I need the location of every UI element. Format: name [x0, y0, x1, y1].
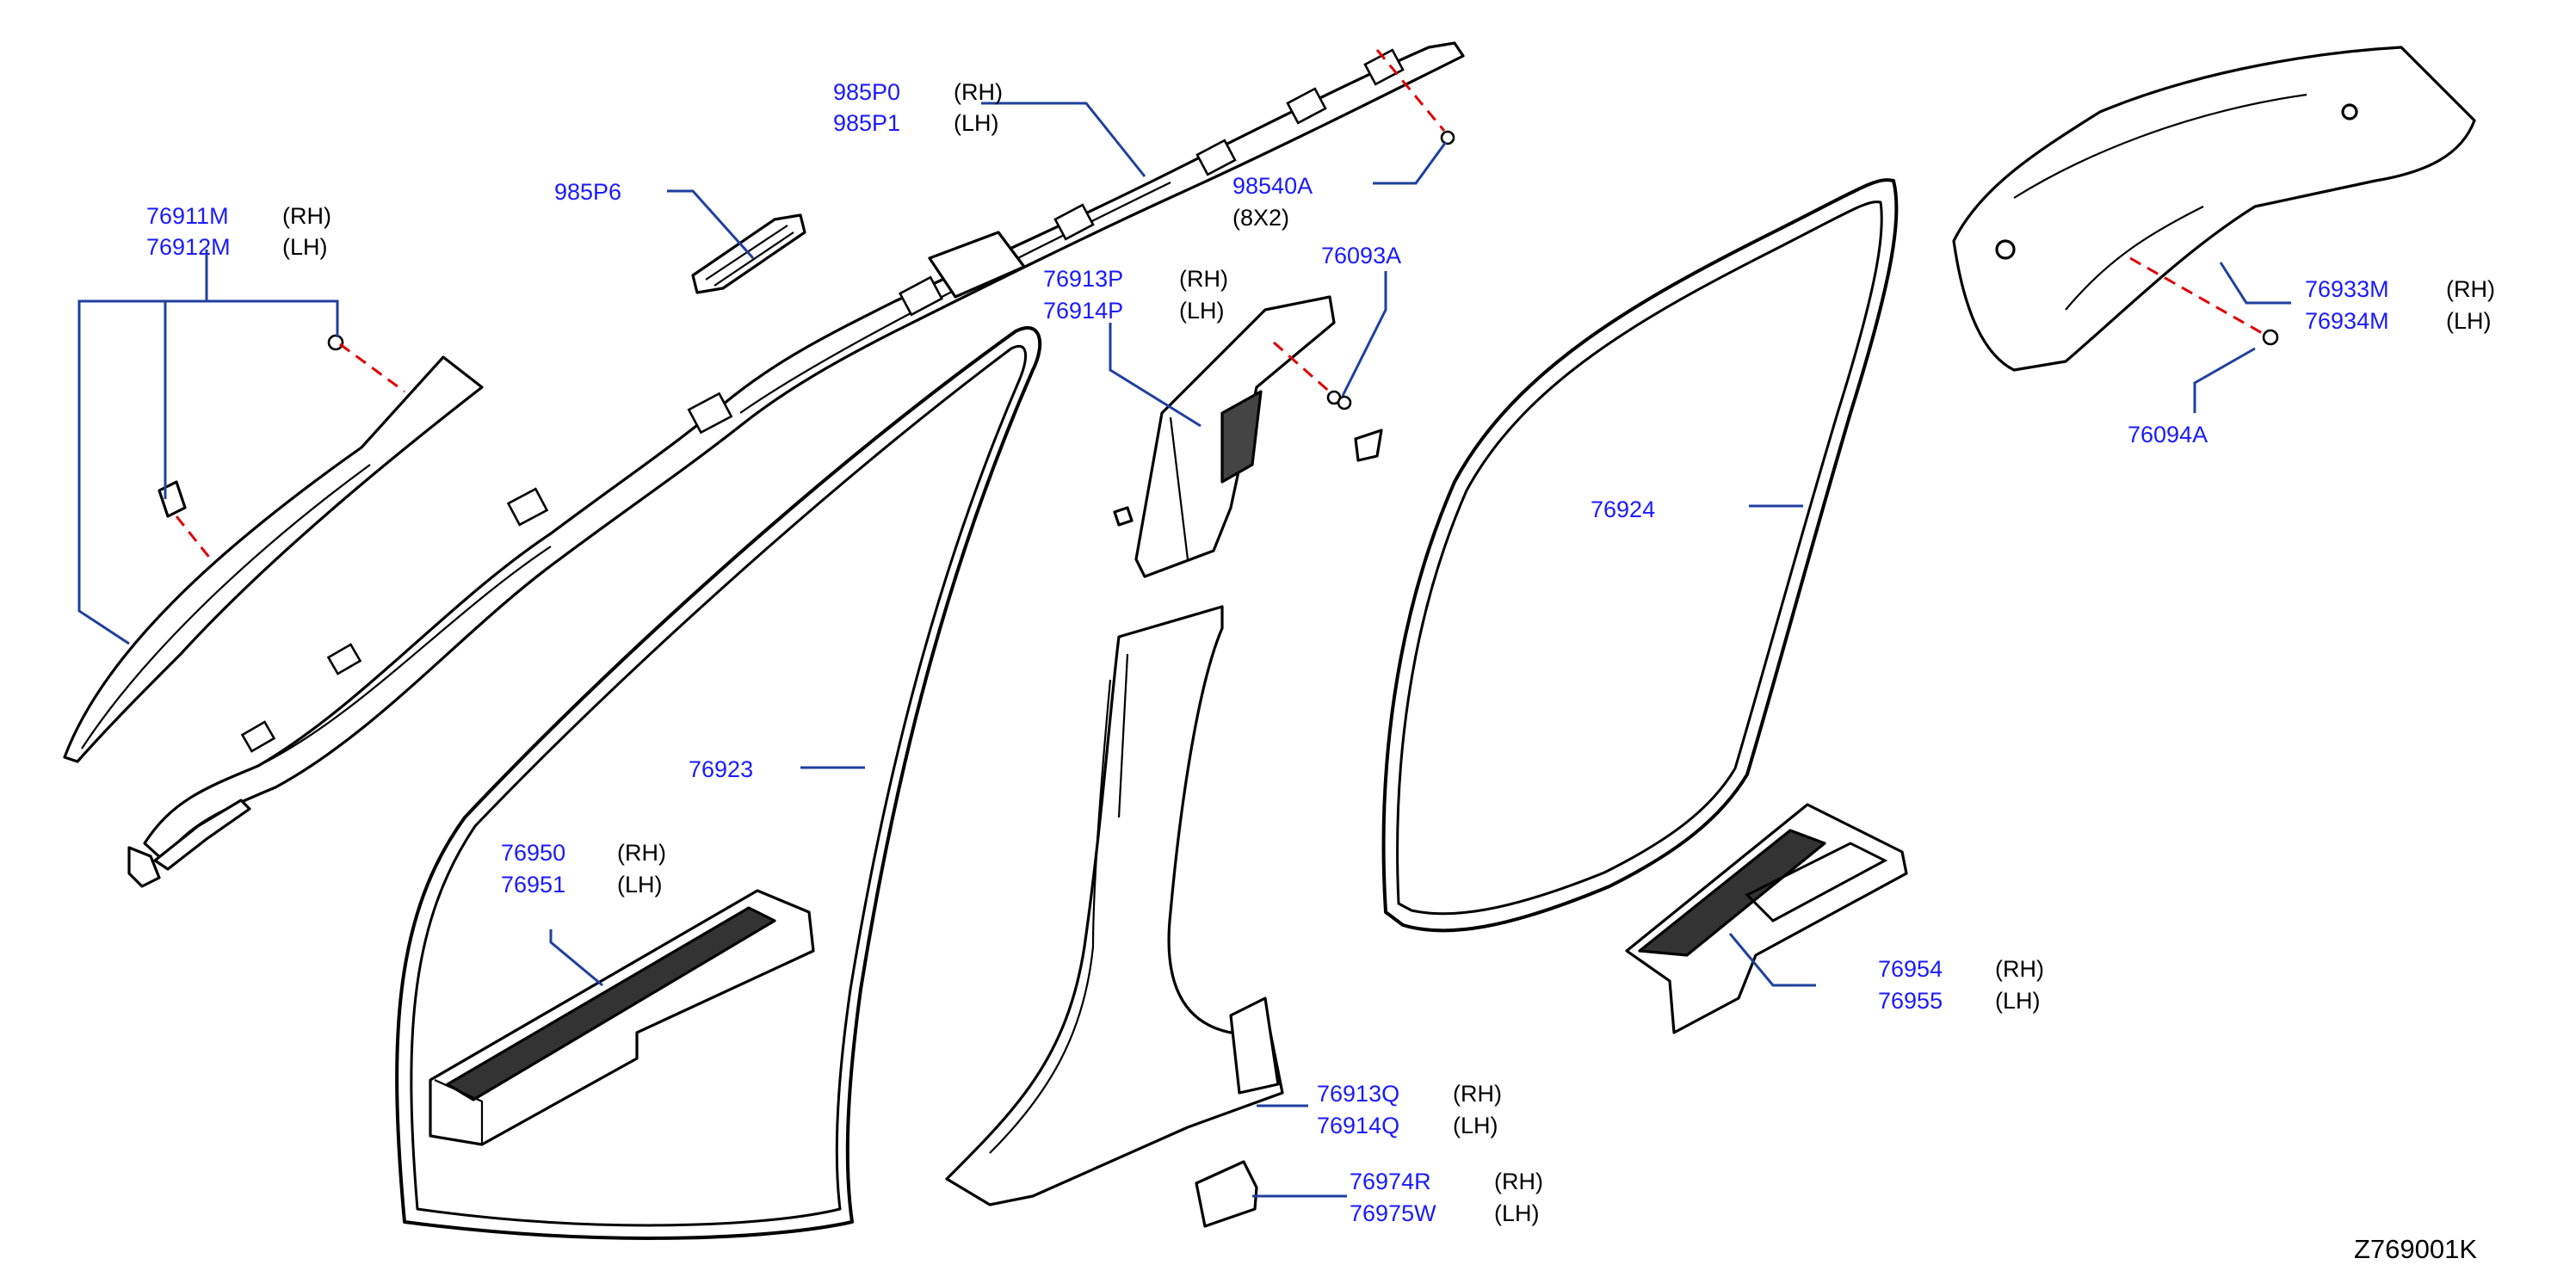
callout-labels: 985P0 (RH) 985P1 (LH) 985P6 98540A (8X2)… [146, 79, 2495, 1264]
callout-76955-side: (LH) [1995, 988, 2041, 1014]
diagram-code: Z769001K [2354, 1234, 2477, 1264]
curtain-airbag [127, 41, 1465, 888]
a-pillar-garnish [63, 334, 484, 871]
callout-76924: 76924 [1591, 497, 1655, 522]
callout-76954: 76954 [1878, 956, 1943, 982]
callout-76094A: 76094A [2128, 422, 2208, 447]
callout-76911M: 76911M [146, 203, 229, 229]
callout-76913P: 76913P [1043, 266, 1123, 292]
callout-76951: 76951 [501, 872, 565, 898]
callout-985P6: 985P6 [554, 179, 621, 205]
callout-76950-side: (RH) [617, 840, 666, 866]
assembly-dashes [175, 49, 2264, 560]
rear-weatherstrip [1381, 178, 1899, 933]
upper-b-pillar [1113, 295, 1383, 578]
callout-76914Q-side: (LH) [1453, 1113, 1498, 1138]
callout-76914Q: 76914Q [1317, 1113, 1399, 1138]
callout-76954-side: (RH) [1995, 956, 2044, 982]
callout-76912M: 76912M [146, 234, 231, 260]
callout-985P0-side: (RH) [954, 79, 1003, 105]
callout-76913Q: 76913Q [1317, 1081, 1399, 1107]
callout-76912M-side: (LH) [282, 234, 328, 260]
callout-76934M-side: (LH) [2446, 308, 2492, 334]
callout-76933M-side: (RH) [2446, 276, 2495, 302]
front-weatherstrip [395, 326, 1042, 1240]
callout-76955: 76955 [1878, 988, 1943, 1014]
small-cover [1195, 1160, 1258, 1228]
callout-76934M: 76934M [2305, 308, 2389, 334]
callout-985P1-side: (LH) [954, 110, 999, 136]
callout-76093A: 76093A [1321, 243, 1401, 268]
callout-76914P: 76914P [1043, 298, 1123, 324]
callout-76951-side: (LH) [617, 872, 663, 898]
callout-76933M: 76933M [2305, 276, 2389, 302]
front-kicking-plate [429, 889, 815, 1146]
callout-76974R: 76974R [1350, 1169, 1431, 1194]
fasteners [1337, 130, 1455, 410]
callout-76913P-side: (RH) [1179, 266, 1228, 292]
callout-76975W-side: (LH) [1494, 1200, 1540, 1226]
callout-76911M-side: (RH) [282, 203, 331, 229]
lower-b-pillar [945, 605, 1284, 1206]
callout-98540A-qty: (8X2) [1232, 205, 1289, 231]
callout-76923: 76923 [689, 756, 753, 782]
callout-76913Q-side: (RH) [1453, 1081, 1502, 1107]
callout-985P0: 985P0 [833, 79, 900, 105]
rear-kicking-plate [1625, 803, 1908, 1034]
callout-76914P-side: (LH) [1179, 298, 1225, 324]
leader-lines [77, 102, 2291, 1198]
callout-76974R-side: (RH) [1494, 1169, 1543, 1194]
callout-98540A: 98540A [1232, 173, 1313, 199]
callout-76975W: 76975W [1350, 1200, 1436, 1226]
callout-76950: 76950 [501, 840, 565, 866]
callout-985P1: 985P1 [833, 110, 900, 136]
rear-pillar-trim [1952, 46, 2476, 372]
